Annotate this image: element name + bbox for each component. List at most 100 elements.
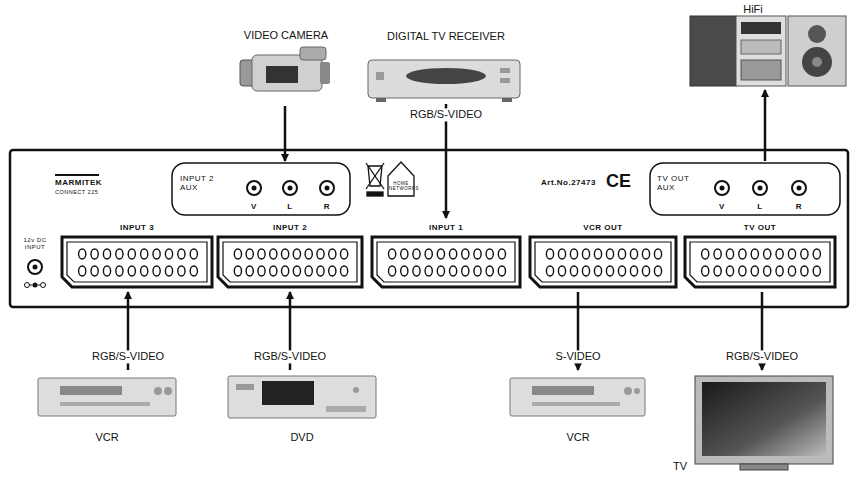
scart-pin: [776, 266, 783, 276]
scart-pin: [450, 249, 457, 259]
scart-port: VCR OUT: [528, 220, 678, 290]
scart-pin: [282, 266, 289, 276]
aux-label: INPUT 2 AUX: [180, 175, 224, 193]
logo-bar: [55, 174, 99, 176]
power-label: 12v DC INPUT: [22, 237, 48, 250]
scart-pin: [305, 266, 312, 276]
signal-label: RGB/S-VIDEO: [407, 108, 485, 121]
scart-pin: [116, 266, 123, 276]
scart-pin: [282, 249, 289, 259]
scart-pin: [739, 266, 746, 276]
device-box: VIDEO CAMERA: [228, 24, 344, 104]
scart-pin: [258, 266, 265, 276]
scart-pin: [270, 249, 277, 259]
scart-pin: [764, 249, 771, 259]
scart-pin: [594, 266, 601, 276]
scart-pin: [776, 249, 783, 259]
scart-pin: [329, 249, 336, 259]
signal-label: RGB/S-VIDEO: [89, 350, 167, 363]
port-label: INPUT 2: [273, 224, 307, 233]
scart-pin: [618, 266, 625, 276]
aux-label: TV OUT AUX: [657, 175, 701, 193]
signal-arrow: [764, 90, 767, 161]
home-networks-icon: [388, 162, 414, 196]
scart-pin: [317, 266, 324, 276]
rca-jack-pin: [252, 186, 802, 191]
scart-pin: [293, 266, 300, 276]
scart-pin: [751, 266, 758, 276]
scart-pin: [714, 249, 721, 259]
scart-pin: [702, 249, 709, 259]
scart-pin: [813, 249, 820, 259]
scart-pin: [165, 249, 172, 259]
scart-pin: [751, 249, 758, 259]
vcr-device: [510, 378, 645, 416]
scart-pin: [234, 266, 241, 276]
scart-pin: [486, 266, 493, 276]
jack-label: L: [757, 203, 762, 212]
scart-pin: [642, 266, 649, 276]
scart-pin: [570, 266, 577, 276]
tv-set: [695, 376, 833, 470]
scart-pin: [79, 249, 86, 259]
scart-pin: [153, 266, 160, 276]
scart-pin: [270, 266, 277, 276]
scart-pin: [630, 266, 637, 276]
scart-pin: [558, 266, 565, 276]
scart-pin: [91, 249, 98, 259]
scart-pin: [190, 266, 197, 276]
scart-pin: [714, 266, 721, 276]
scart-pin: [654, 249, 661, 259]
scart-pin: [486, 249, 493, 259]
scart-pin: [801, 249, 808, 259]
device-label: TV: [673, 460, 687, 472]
device-box: TV: [666, 372, 838, 476]
scart-pin: [389, 266, 396, 276]
scart-pin: [91, 266, 98, 276]
device-label: DIGITAL TV RECEIVER: [387, 30, 505, 42]
scart-pin: [178, 249, 185, 259]
scart-pin: [317, 249, 324, 259]
scart-pin: [582, 249, 589, 259]
scart-socket-inner: [535, 242, 671, 282]
scart-pin: [341, 249, 348, 259]
weee-symbol: [366, 163, 384, 196]
scart-pin: [190, 249, 197, 259]
scart-pin: [178, 266, 185, 276]
scart-pin: [788, 266, 795, 276]
video-camera: [240, 47, 330, 91]
scart-pin: [413, 266, 420, 276]
jack-label: L: [287, 203, 292, 212]
scart-pin: [234, 249, 241, 259]
signal-arrow: [284, 106, 287, 161]
scart-pin: [305, 249, 312, 259]
scart-pin: [618, 249, 625, 259]
aux-input-panel: INPUT 2 AUXVLR: [172, 163, 350, 215]
scart-port: INPUT 2: [216, 220, 364, 290]
scart-pin: [654, 266, 661, 276]
scart-socket: [530, 237, 676, 287]
scart-pin: [474, 266, 481, 276]
device-label: DVD: [290, 431, 313, 443]
scart-pin: [801, 266, 808, 276]
switch-panel: MARMITEKCONNECT 22512v DC INPUTHOME NETW…: [10, 150, 848, 307]
scart-pin: [594, 249, 601, 259]
device-box: DIGITAL TV RECEIVER: [355, 24, 533, 102]
port-label: INPUT 1: [429, 224, 463, 233]
scart-pin: [401, 249, 408, 259]
scart-pin: [165, 266, 172, 276]
jack-label: V: [251, 203, 257, 212]
scart-pin: [764, 266, 771, 276]
scart-pin: [437, 249, 444, 259]
scart-pin: [582, 266, 589, 276]
scart-pin: [606, 249, 613, 259]
scart-socket-inner: [223, 242, 357, 282]
scart-pin: [437, 266, 444, 276]
jack-label: R: [796, 203, 802, 212]
hifi-system: [690, 16, 846, 86]
scart-pin: [702, 266, 709, 276]
scart-pin: [450, 266, 457, 276]
scart-pin: [726, 249, 733, 259]
